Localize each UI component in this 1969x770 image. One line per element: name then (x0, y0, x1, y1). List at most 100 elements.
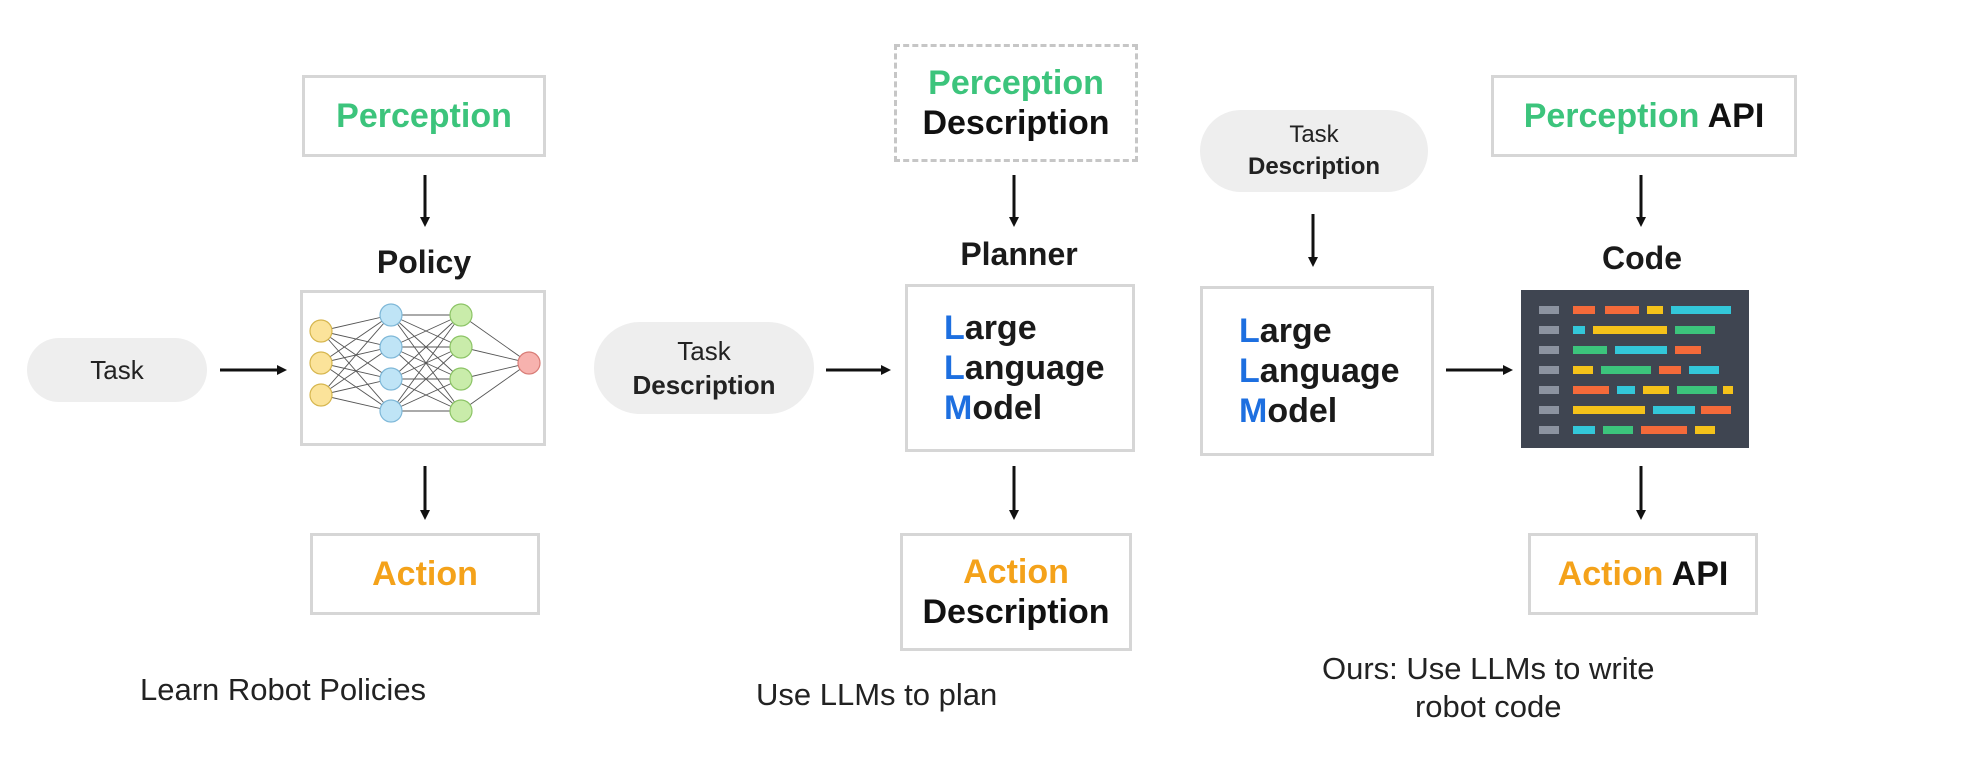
caption-ours-line1: Ours: Use LLMs to write (1322, 651, 1655, 686)
llm-rest: odel (1267, 392, 1338, 430)
perception-description-box: Perception Description (894, 44, 1138, 162)
nn-edge (390, 378, 462, 412)
code-token (1573, 406, 1645, 414)
nn-edge (320, 314, 392, 332)
nn-node (449, 335, 473, 359)
llm-rest: arge (964, 309, 1037, 347)
action-label: Action (963, 553, 1069, 591)
code-token (1573, 306, 1595, 314)
task-description-pill-ours: Task Description (1200, 110, 1428, 192)
nn-node (517, 351, 541, 375)
nn-edge (460, 362, 530, 412)
llm-initial: L (944, 349, 965, 387)
code-editor-icon (1521, 290, 1749, 448)
task-description-label: Description (632, 370, 776, 400)
nn-node (309, 383, 333, 407)
nn-edge (390, 346, 462, 412)
nn-node (379, 303, 403, 327)
perception-label: Perception (928, 64, 1104, 102)
nn-node (379, 367, 403, 391)
llm-initial: L (1239, 352, 1260, 390)
code-token (1573, 326, 1585, 334)
planner-heading: Planner (960, 236, 1078, 272)
llm-initial: M (944, 389, 973, 427)
nn-edge (320, 346, 392, 396)
nn-edge (460, 314, 530, 364)
task-label: Task (677, 336, 731, 366)
policy-heading: Policy (376, 244, 472, 280)
llm-rest: anguage (1259, 352, 1400, 390)
nn-node (449, 367, 473, 391)
code-gutter-mark (1539, 346, 1559, 354)
nn-edge (390, 314, 462, 380)
task-pill: Task (27, 338, 207, 402)
nn-node (309, 351, 333, 375)
nn-node (379, 399, 403, 423)
code-token (1675, 346, 1701, 354)
code-token (1641, 426, 1687, 434)
task-description-pill: Task Description (594, 322, 814, 414)
nn-node (379, 335, 403, 359)
policy-network-box (300, 290, 546, 446)
llm-line-large: Large (944, 308, 1037, 348)
llm-rest: odel (972, 389, 1043, 427)
api-label: API (1707, 97, 1765, 135)
llm-line-model: Model (1239, 391, 1337, 431)
perception-api-label: Perception API (1524, 96, 1765, 136)
llm-rest: arge (1259, 312, 1332, 350)
nn-edge (320, 314, 392, 364)
code-token (1603, 426, 1633, 434)
caption-ours-line2: robot code (1414, 689, 1562, 724)
action-api-box: Action API (1528, 533, 1758, 615)
nn-edge (460, 362, 530, 380)
nn-node (449, 303, 473, 327)
llm-line-model: Model (944, 388, 1042, 428)
nn-edge (390, 314, 462, 348)
code-gutter-mark (1539, 306, 1559, 314)
action-label: Action (372, 555, 478, 593)
neural-network-icon (309, 303, 541, 423)
code-gutter-mark (1539, 366, 1559, 374)
llm-initial: L (1239, 312, 1260, 350)
code-token (1615, 346, 1667, 354)
api-label: API (1671, 555, 1729, 593)
action-box-policy: Action (310, 533, 540, 615)
nn-edge (320, 378, 392, 396)
llm-initial: L (944, 309, 965, 347)
code-token (1695, 426, 1715, 434)
code-gutter-mark (1539, 406, 1559, 414)
action-api-label: Action API (1558, 554, 1729, 594)
caption-use-llms-to-plan: Use LLMs to plan (756, 677, 998, 712)
code-gutter-mark (1539, 326, 1559, 334)
code-token (1573, 346, 1607, 354)
llm-line-language: Language (1239, 351, 1400, 391)
caption-learn-robot-policies: Learn Robot Policies (140, 672, 427, 707)
nn-node (309, 319, 333, 343)
perception-box-policy: Perception (302, 75, 546, 157)
llm-line-large: Large (1239, 311, 1332, 351)
action-label: Action (1557, 555, 1664, 593)
code-token (1573, 366, 1593, 374)
nn-node (449, 399, 473, 423)
code-gutter-mark (1539, 426, 1559, 434)
code-token (1659, 366, 1681, 374)
code-token (1593, 326, 1667, 334)
nn-edge (390, 314, 462, 412)
code-token (1689, 366, 1719, 374)
perception-description-label: Description (922, 104, 1110, 142)
action-description-label: Description (922, 593, 1110, 631)
task-label: Task (90, 355, 144, 385)
code-heading: Code (1602, 240, 1682, 276)
nn-edge (460, 346, 530, 364)
llm-box-planner: Large Language Model (905, 284, 1135, 452)
llm-box-ours: Large Language Model (1200, 286, 1434, 456)
code-token (1573, 386, 1609, 394)
task-label: Task (1289, 121, 1339, 148)
perception-label: Perception (1523, 97, 1700, 135)
code-token (1647, 306, 1663, 314)
code-gutter-mark (1539, 386, 1559, 394)
nn-edge (320, 314, 392, 396)
code-token (1573, 426, 1595, 434)
